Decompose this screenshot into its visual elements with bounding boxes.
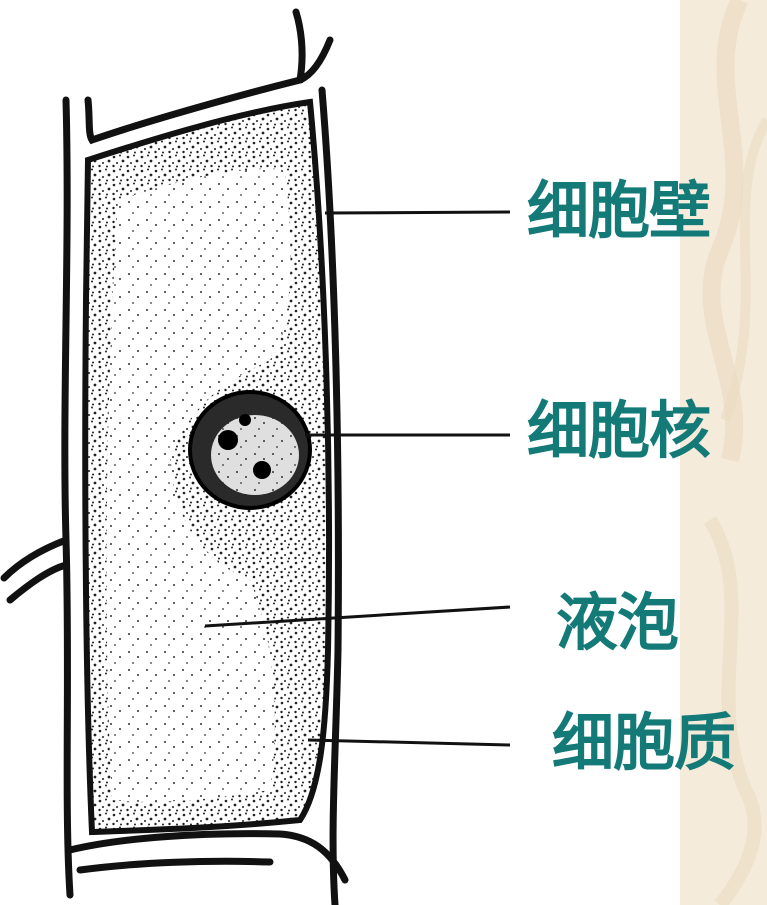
nucleus — [190, 392, 310, 508]
bottom-wall-line-2 — [80, 861, 270, 870]
left-branch-line — [4, 540, 66, 578]
vacuole-label: 液泡 — [556, 592, 678, 654]
cell-wall-leader-line — [325, 212, 510, 213]
cytoplasm-label: 细胞质 — [552, 712, 735, 774]
left-branch-line-2 — [10, 565, 66, 600]
cell-wall-label: 细胞壁 — [527, 180, 710, 242]
bottom-wall-line — [70, 834, 345, 880]
left-wall-line — [65, 100, 70, 895]
nucleus-label: 细胞核 — [527, 400, 710, 462]
